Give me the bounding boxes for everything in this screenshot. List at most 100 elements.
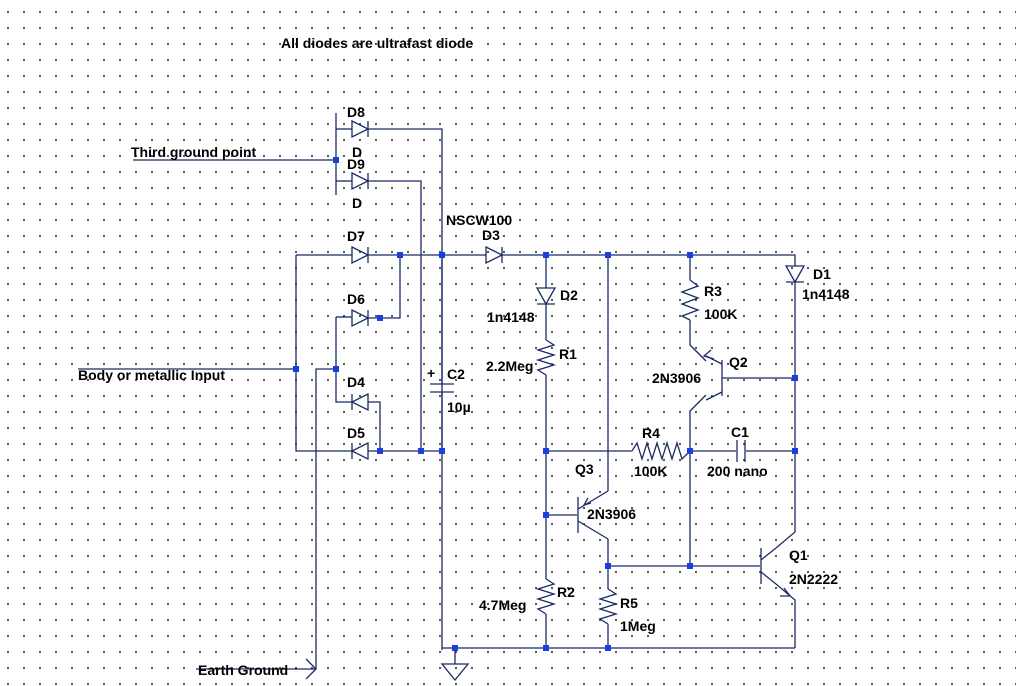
d7-name: D7	[347, 228, 365, 244]
d1-value: 1n4148	[802, 286, 850, 302]
r2-value: 4.7Meg	[479, 597, 526, 613]
ground-symbols	[305, 658, 470, 682]
d9-name: D9	[347, 156, 365, 172]
net-label-third-ground: Third ground point	[131, 144, 257, 160]
resistor-r3	[680, 279, 700, 321]
wires	[78, 113, 796, 670]
resistor-r4	[631, 440, 691, 462]
d5-name: D5	[347, 425, 365, 441]
junction	[439, 252, 445, 258]
wire-d9-cathode	[368, 180, 422, 451]
diode-d9	[351, 171, 370, 191]
q2-name: Q2	[729, 354, 748, 370]
r4-value: 100K	[634, 463, 667, 479]
diode-d2	[535, 287, 557, 306]
resistor-r5	[597, 588, 619, 625]
diode-d8	[351, 119, 370, 139]
diode-d7	[351, 245, 370, 265]
diode-d5	[350, 441, 369, 461]
wire-q1-emitter	[775, 583, 796, 648]
diode-d6	[351, 308, 370, 328]
wire-earth-ground	[196, 368, 336, 670]
diode-d3	[485, 245, 504, 265]
d1-name: D1	[813, 266, 831, 282]
junction	[377, 315, 383, 321]
q3-name: Q3	[575, 461, 594, 477]
d3-value: NSCW100	[446, 212, 512, 228]
c1-value: 200 nano	[707, 463, 768, 479]
d8-name: D8	[347, 104, 365, 120]
capacitors	[430, 383, 746, 462]
earth-ground-icon	[305, 658, 317, 680]
resistor-r2	[535, 578, 557, 615]
junction	[605, 252, 611, 258]
wire-left-loop	[295, 255, 352, 452]
junction	[452, 645, 458, 651]
junction	[293, 366, 299, 372]
diode-d4	[350, 392, 369, 412]
junction	[543, 645, 549, 651]
r3-name: R3	[704, 283, 722, 299]
c2-name: C2	[447, 366, 465, 382]
junction	[543, 512, 549, 518]
r5-value: 1Meg	[620, 618, 656, 634]
diode-d1	[784, 265, 806, 284]
transistor-q1	[760, 547, 792, 597]
transistor-q2	[702, 349, 723, 401]
junction	[377, 448, 383, 454]
junction	[792, 448, 798, 454]
r4-name: R4	[642, 425, 660, 441]
wire-d4-link	[335, 317, 352, 403]
d9-value: D	[352, 195, 362, 211]
net-label-earth-ground: Earth Ground	[198, 662, 288, 678]
diodes	[350, 119, 806, 461]
r5-name: R5	[620, 595, 638, 611]
labels: All diodes are ultrafast diode Third gro…	[78, 35, 850, 678]
junction	[605, 563, 611, 569]
junction	[605, 645, 611, 651]
junction	[543, 448, 549, 454]
transistors	[577, 349, 792, 597]
junction	[418, 448, 424, 454]
q1-name: Q1	[789, 547, 808, 563]
junction	[687, 563, 693, 569]
d8-value: D	[352, 144, 362, 160]
transistor-q3	[577, 490, 609, 540]
r1-value: 2.2Meg	[486, 358, 533, 374]
q3-value: 2N3906	[587, 506, 636, 522]
ground-icon	[440, 663, 470, 682]
wire-d3-cathode-rail	[502, 254, 796, 266]
r2-name: R2	[557, 584, 575, 600]
q1-value: 2N2222	[789, 571, 838, 587]
junction	[439, 448, 445, 454]
junction	[333, 366, 339, 372]
junction	[397, 252, 403, 258]
resistor-r1	[535, 339, 557, 376]
wire-q2-emitter	[689, 344, 707, 362]
r3-value: 100K	[704, 306, 737, 322]
junction	[687, 448, 693, 454]
c2-polarity: +	[427, 365, 435, 381]
wire-q2-collector	[689, 394, 707, 566]
wire-d1-q1-collector	[775, 282, 796, 549]
d2-value: 1n4148	[487, 309, 535, 325]
d2-name: D2	[560, 287, 578, 303]
c1-name: C1	[731, 424, 749, 440]
net-label-body-input: Body or metallic Input	[78, 367, 225, 383]
junction	[333, 157, 339, 163]
capacitor-c1	[736, 440, 746, 462]
junction	[687, 252, 693, 258]
d6-name: D6	[347, 291, 365, 307]
junction	[792, 375, 798, 381]
resistors	[535, 279, 700, 625]
junction	[543, 252, 549, 258]
c2-value: 10µ	[447, 399, 471, 415]
wire-d4-cathode	[368, 401, 381, 451]
d3-name: D3	[482, 227, 500, 243]
q2-value: 2N3906	[652, 370, 701, 386]
d4-name: D4	[347, 374, 365, 390]
wire-d8-cathode-rail	[368, 128, 443, 650]
junctions	[293, 157, 798, 651]
r1-name: R1	[559, 346, 577, 362]
